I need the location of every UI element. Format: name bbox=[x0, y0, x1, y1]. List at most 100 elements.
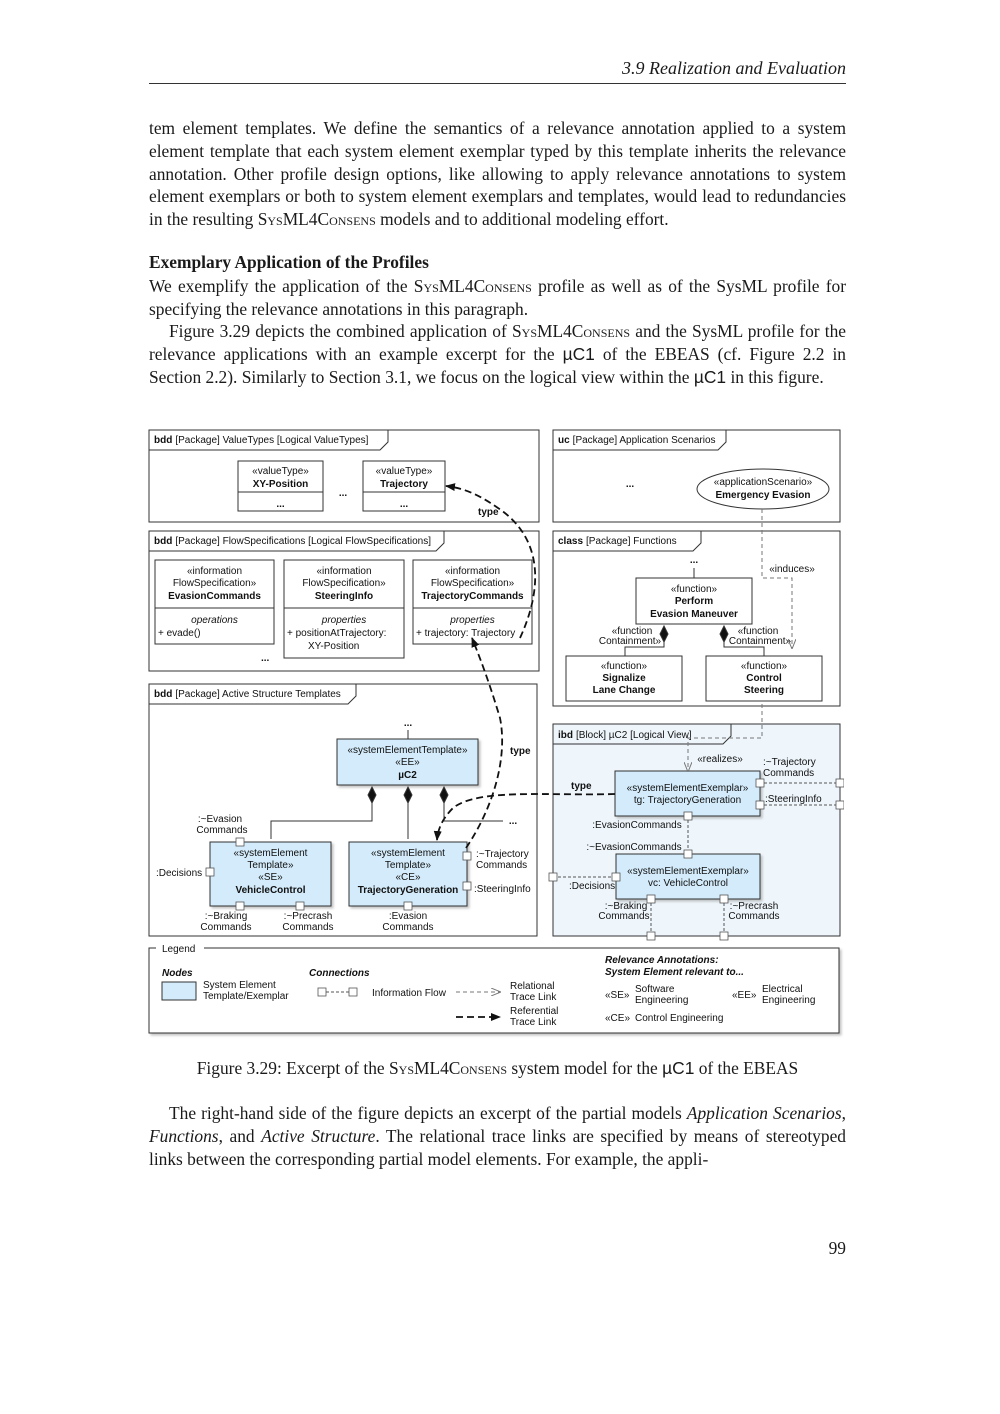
svg-text:properties: properties bbox=[449, 615, 494, 626]
block-xy-position: «valueType» XY-Position ... bbox=[237, 460, 324, 512]
svg-text:...: ... bbox=[261, 653, 270, 664]
svg-text:operations: operations bbox=[191, 615, 238, 626]
svg-text:Template/Exemplar: Template/Exemplar bbox=[203, 991, 289, 1002]
svg-text::Decisions: :Decisions bbox=[569, 881, 615, 892]
svg-text:FlowSpecification»: FlowSpecification» bbox=[173, 578, 257, 589]
sysml-diagram: bdd[Package] ValueTypes [Logical ValueTy… bbox=[148, 429, 844, 1034]
figure-3-29: bdd[Package] ValueTypes [Logical ValueTy… bbox=[148, 428, 844, 1040]
svg-text:«function: «function bbox=[738, 626, 779, 637]
paragraph-3: Figure 3.29 depicts the combined applica… bbox=[149, 321, 846, 387]
svg-text:vc: VehicleControl: vc: VehicleControl bbox=[648, 878, 728, 889]
svg-text:TrajectoryGeneration: TrajectoryGeneration bbox=[358, 885, 459, 896]
svg-text:...: ... bbox=[276, 499, 285, 510]
svg-text:class[Package] Functions: class[Package] Functions bbox=[558, 536, 677, 547]
svg-text:Nodes: Nodes bbox=[162, 968, 193, 979]
svg-text::Evasion: :Evasion bbox=[389, 911, 427, 922]
svg-text:«function»: «function» bbox=[601, 661, 648, 672]
figure-caption: Figure 3.29: Excerpt of the SysML4Consen… bbox=[196, 1058, 799, 1078]
type-label: type bbox=[571, 781, 592, 792]
svg-text:Perform: Perform bbox=[675, 596, 713, 607]
svg-text:«information: «information bbox=[316, 566, 371, 577]
svg-text:Legend: Legend bbox=[162, 944, 195, 955]
frame-valuetypes: bdd[Package] ValueTypes [Logical ValueTy… bbox=[148, 429, 540, 523]
svg-text:Relational: Relational bbox=[510, 981, 554, 992]
svg-text::~Braking: :~Braking bbox=[205, 911, 248, 922]
svg-text:µC2: µC2 bbox=[398, 770, 417, 781]
svg-text::~Precrash: :~Precrash bbox=[730, 901, 779, 912]
svg-text:bdd[Package] ValueTypes [Logic: bdd[Package] ValueTypes [Logical ValueTy… bbox=[154, 435, 369, 446]
svg-text:Trace Link: Trace Link bbox=[510, 992, 557, 1003]
page-number: 99 bbox=[828, 1238, 846, 1258]
svg-text:+ trajectory: Trajectory: + trajectory: Trajectory bbox=[416, 628, 515, 639]
svg-text:«valueType»: «valueType» bbox=[376, 466, 433, 477]
svg-text:«SE»: «SE» bbox=[605, 990, 630, 1001]
function-signalize-lane-change: «function» Signalize Lane Change bbox=[565, 655, 683, 702]
svg-text::~Braking: :~Braking bbox=[605, 901, 648, 912]
flowspec-steering-info: «information FlowSpecification» Steering… bbox=[283, 559, 405, 659]
svg-text:«systemElementExemplar»: «systemElementExemplar» bbox=[627, 783, 749, 794]
svg-text:«EE»: «EE» bbox=[395, 757, 420, 768]
type-label: type bbox=[510, 746, 531, 757]
function-control-steering: «function» Control Steering bbox=[705, 655, 823, 702]
svg-text::~EvasionCommands: :~EvasionCommands bbox=[586, 842, 681, 853]
svg-text:bdd[Package] Active Structure: bdd[Package] Active Structure Templates bbox=[154, 689, 341, 700]
svg-text:EvasionCommands: EvasionCommands bbox=[168, 591, 261, 602]
svg-text:«information: «information bbox=[445, 566, 500, 577]
frame-title: [Package] ValueTypes [Logical ValueTypes… bbox=[175, 435, 368, 446]
svg-text:Containment»: Containment» bbox=[599, 636, 662, 647]
ibd-information-flows bbox=[558, 782, 836, 934]
svg-text:FlowSpecification»: FlowSpecification» bbox=[431, 578, 515, 589]
function-perform-evasion: «function» Perform Evasion Maneuver bbox=[635, 577, 753, 625]
svg-text:XY-Position: XY-Position bbox=[308, 641, 359, 652]
svg-text:...: ... bbox=[626, 479, 635, 490]
svg-text:...: ... bbox=[509, 816, 518, 827]
frame-ibd: ibd[Block] µC2 [Logical View] «realizes»… bbox=[548, 723, 844, 941]
svg-text:Engineering: Engineering bbox=[635, 995, 688, 1006]
frame-kind: bdd bbox=[154, 435, 172, 446]
svg-text:«CE»: «CE» bbox=[395, 872, 420, 883]
svg-text:...: ... bbox=[404, 718, 413, 729]
svg-text:Lane Change: Lane Change bbox=[593, 685, 656, 696]
composition-links bbox=[270, 785, 503, 839]
frame-usecases: uc[Package] Application Scenarios ... «a… bbox=[552, 429, 841, 523]
svg-text:Emergency Evasion: Emergency Evasion bbox=[715, 490, 810, 501]
section-heading: Exemplary Application of the Profiles bbox=[149, 252, 429, 272]
svg-text:System Element: System Element bbox=[203, 980, 276, 991]
info-flow-symbol bbox=[317, 987, 358, 997]
svg-text:+ evade(): + evade() bbox=[158, 628, 201, 639]
paragraph-4: The right-hand side of the figure depict… bbox=[149, 1103, 846, 1169]
svg-text:Referential: Referential bbox=[510, 1006, 558, 1017]
svg-text:Commands: Commands bbox=[200, 922, 251, 933]
svg-text:Commands: Commands bbox=[476, 860, 527, 871]
svg-text:«induces»: «induces» bbox=[769, 564, 815, 575]
svg-text:Commands: Commands bbox=[598, 911, 649, 922]
scenario-emergency-evasion: «applicationScenario» Emergency Evasion bbox=[696, 468, 830, 510]
svg-text:«realizes»: «realizes» bbox=[697, 754, 743, 765]
svg-text::Decisions: :Decisions bbox=[156, 868, 202, 879]
svg-text:«systemElementTemplate»: «systemElementTemplate» bbox=[347, 745, 467, 756]
referential-trace-links bbox=[433, 483, 616, 849]
svg-text:Evasion Maneuver: Evasion Maneuver bbox=[650, 609, 738, 620]
svg-text:+ positionAtTrajectory:: + positionAtTrajectory: bbox=[287, 628, 386, 639]
svg-text:...: ... bbox=[339, 488, 348, 499]
svg-text:«function»: «function» bbox=[741, 661, 788, 672]
svg-text:Information Flow: Information Flow bbox=[372, 988, 447, 999]
svg-text:Engineering: Engineering bbox=[762, 995, 815, 1006]
svg-text:...: ... bbox=[400, 499, 409, 510]
svg-text::~Precrash: :~Precrash bbox=[284, 911, 333, 922]
flowspec-evasion-commands: «information FlowSpecification» EvasionC… bbox=[154, 559, 275, 645]
svg-text:Software: Software bbox=[635, 984, 675, 995]
svg-text:Commands: Commands bbox=[282, 922, 333, 933]
svg-text:...: ... bbox=[690, 555, 699, 566]
svg-text:bdd[Package] FlowSpecification: bdd[Package] FlowSpecifications [Logical… bbox=[154, 536, 431, 547]
svg-text:«applicationScenario»: «applicationScenario» bbox=[714, 477, 813, 488]
paragraph-2: We exemplify the application of the SysM… bbox=[149, 276, 846, 319]
svg-text:Template»: Template» bbox=[247, 860, 294, 871]
relational-trace-links bbox=[688, 509, 792, 771]
ibd-ports bbox=[548, 778, 844, 941]
svg-text:Electrical: Electrical bbox=[762, 984, 803, 995]
svg-text:SteeringInfo: SteeringInfo bbox=[315, 591, 373, 602]
svg-text:«information: «information bbox=[187, 566, 242, 577]
svg-text::~Trajectory: :~Trajectory bbox=[476, 849, 529, 860]
template-trajectory-generation: «systemElement Template» «CE» Trajectory… bbox=[348, 841, 468, 907]
